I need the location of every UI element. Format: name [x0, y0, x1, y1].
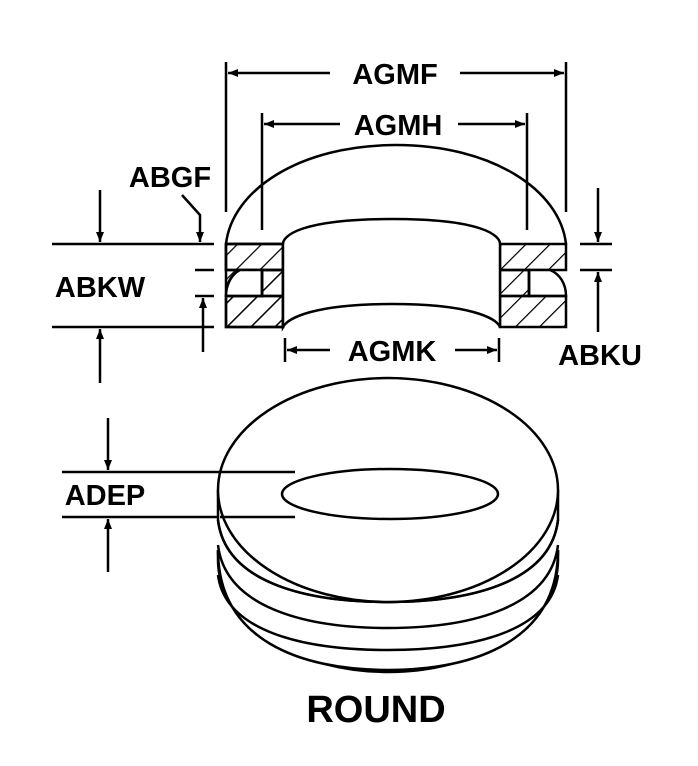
caption: ROUND: [306, 689, 445, 731]
perspective-view: [216, 376, 560, 674]
label-abkw: ABKW: [55, 272, 146, 304]
dimension-lines: [52, 62, 612, 572]
cross-section-view: [224, 143, 568, 332]
label-agmf: AGMF: [352, 59, 437, 91]
label-agmk: AGMK: [348, 336, 437, 368]
label-agmh: AGMH: [354, 110, 443, 142]
center-hole: [280, 467, 500, 521]
label-abku: ABKU: [558, 340, 642, 372]
label-abgf: ABGF: [129, 162, 211, 194]
dimension-labels: AGMF AGMH ABGF ABKW AGMK ABKU ADEP ROUND: [55, 59, 642, 731]
label-adep: ADEP: [65, 480, 146, 512]
